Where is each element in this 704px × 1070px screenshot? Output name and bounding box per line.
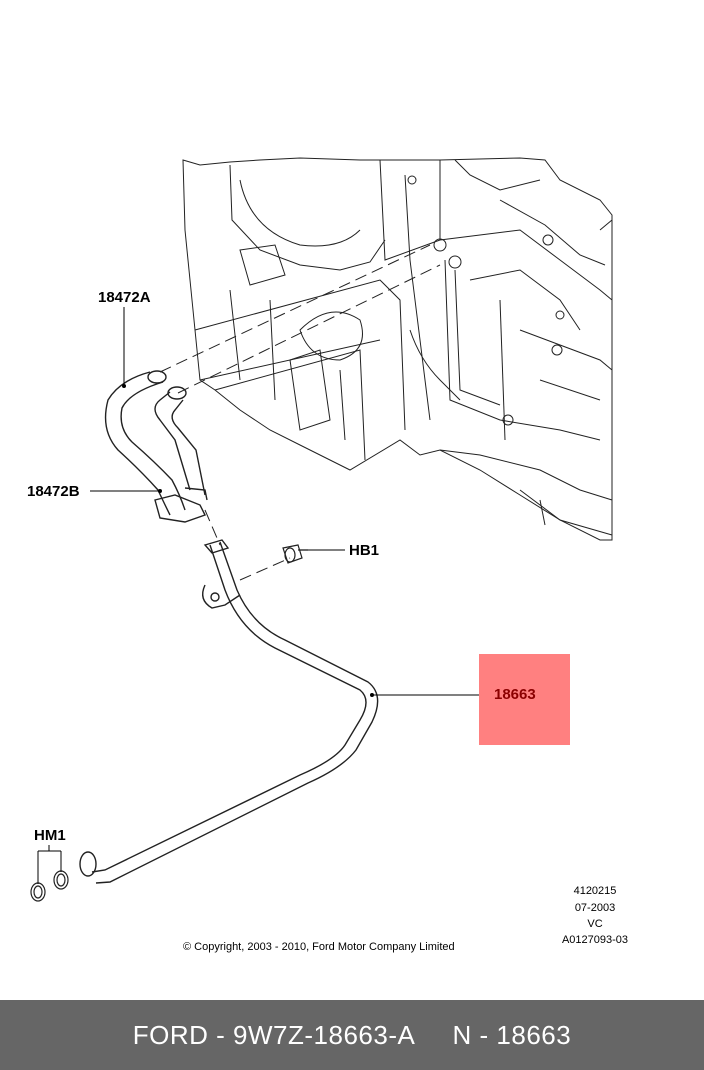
copyright-notice: © Copyright, 2003 - 2010, Ford Motor Com… [183,941,455,953]
parts-diagram [30,157,613,902]
hose-outlet-tube [79,539,379,884]
callout-18472b: 18472B [27,483,80,500]
meta-line-3: VC [587,918,603,930]
o-rings [30,870,69,902]
leader-dots [122,384,374,697]
leader-lines [37,307,486,884]
callout-18472a: 18472A [98,289,151,306]
callout-18663: 18663 [494,686,536,703]
callout-hm1: HM1 [34,827,66,844]
bleed-valve [282,544,308,564]
alignment-lines [159,244,441,581]
meta-line-2: 07-2003 [574,902,616,914]
part-number-footer: FORD - 9W7Z-18663-A N - 18663 [0,1000,704,1070]
engine-block-lineart [182,157,613,541]
callout-hb1: HB1 [349,542,380,559]
meta-line-1: 4120215 [573,885,617,897]
heater-hoses [104,370,208,523]
meta-line-4: A0127093-03 [561,934,629,946]
callout-highlight [479,654,570,745]
footer-part-number: FORD - 9W7Z-18663-A N - 18663 [132,1019,572,1050]
